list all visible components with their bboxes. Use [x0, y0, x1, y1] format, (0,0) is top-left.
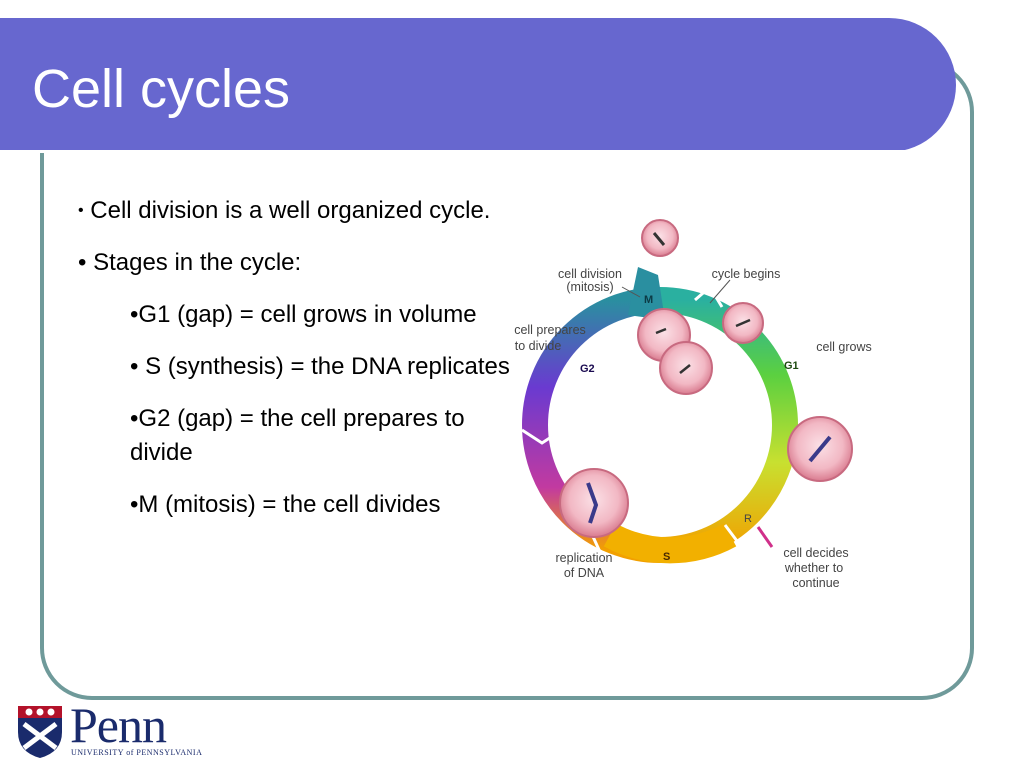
label-continue: continue [792, 576, 839, 590]
sub-bullet-g1: •G1 (gap) = cell grows in volume [130, 301, 477, 328]
sub-bullet-s: • S (synthesis) = the DNA replicates [130, 353, 510, 380]
bullet-list: • Cell division is a well organized cycl… [78, 194, 518, 540]
label-cell-prepares: cell prepares [514, 323, 586, 337]
bullet-item: • Stages in the cycle: [78, 249, 302, 276]
cell-replicating [559, 468, 629, 538]
cell-g1-small [722, 302, 764, 344]
label-whether-to: whether to [784, 561, 843, 575]
label-replication: replication [556, 551, 613, 565]
phase-separator [521, 428, 563, 445]
label-mitosis: (mitosis) [566, 280, 613, 294]
label-cell-division: cell division [558, 267, 622, 281]
sub-bullet-m: •M (mitosis) = the cell divides [130, 491, 441, 518]
penn-logo [18, 706, 62, 758]
phase-g1-label: G1 [784, 360, 799, 372]
penn-wordmark: Penn [70, 697, 167, 753]
restriction-marker [756, 526, 774, 548]
phase-s-label: S [663, 551, 670, 563]
phase-g2-label: G2 [580, 363, 595, 375]
slide-title: Cell cycles [32, 59, 291, 119]
phase-separator [694, 284, 724, 308]
phase-separator [723, 524, 756, 559]
title-underline [0, 150, 905, 153]
label-cycle-begins: cycle begins [712, 267, 781, 281]
callout-line [709, 279, 731, 304]
penn-subtitle: UNIVERSITY of PENNSYLVANIA [71, 748, 203, 757]
mitosis-spike [628, 267, 665, 320]
bullet-text: Stages in the cycle: [93, 249, 302, 276]
label-of-dna: of DNA [564, 566, 605, 580]
penn-shield-icon [18, 706, 62, 758]
cell-dividing [637, 308, 713, 395]
bullet-text: Cell division is a well organized cycle. [90, 197, 491, 224]
bullet-dot: • [78, 202, 84, 219]
cycle-ring-bottom [603, 523, 737, 564]
phase-r-label: R [744, 513, 752, 525]
cell-top [641, 219, 679, 257]
bullet-item: • Cell division is a well organized cycl… [78, 194, 518, 228]
callout-line [621, 286, 641, 298]
label-cell-grows: cell grows [816, 340, 872, 354]
slide-frame [40, 60, 974, 700]
sub-bullet-g2: •G2 (gap) = the cell prepares to divide [130, 405, 465, 466]
phase-m-label: M [644, 294, 653, 306]
cell-g1-large [787, 416, 853, 482]
label-to-divide: to divide [515, 339, 562, 353]
title-bar: Cell cycles [0, 18, 956, 153]
label-cell-decides: cell decides [783, 546, 848, 560]
cell-cycle-diagram: M G1 G2 S R cell division (mitosis) cycl… [514, 219, 872, 590]
